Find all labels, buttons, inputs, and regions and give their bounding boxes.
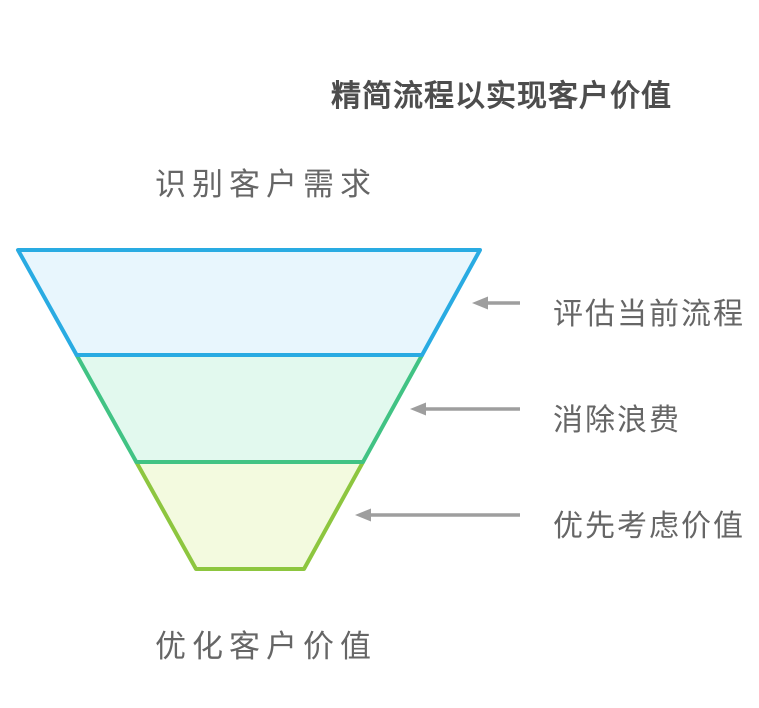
arrow-1-head-icon (472, 296, 488, 310)
arrow-left-icon (355, 508, 520, 522)
arrow-2-head-icon (410, 402, 426, 416)
stage-3-label: 优先考虑价值 (553, 510, 745, 543)
funnel-stage-3-shape (134, 460, 365, 571)
funnel-stage-1-shape (16, 248, 482, 357)
arrow-left-icon (472, 296, 520, 310)
arrow-left-icon (410, 402, 520, 416)
funnel-top-label: 识别客户需求 (155, 167, 377, 202)
funnel-stage-2-shape (74, 353, 425, 464)
stage-1-label: 评估当前流程 (553, 298, 745, 331)
page-title: 精简流程以实现客户价值 (331, 80, 672, 113)
funnel-bottom-label: 优化客户价值 (155, 629, 377, 664)
stage-2-label: 消除浪费 (553, 404, 681, 437)
arrow-3-head-icon (355, 508, 371, 522)
